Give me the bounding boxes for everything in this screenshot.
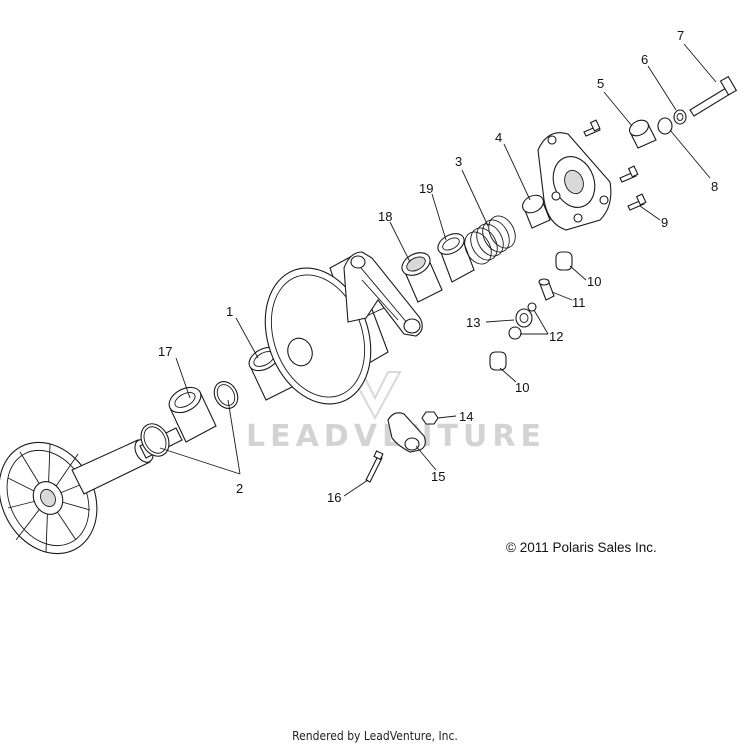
callout-6: 6 (641, 52, 648, 67)
leader-12 (520, 309, 549, 335)
callout-15: 15 (431, 469, 445, 484)
callout-17: 17 (158, 344, 172, 359)
callouts: 1 2 3 4 5 6 7 8 9 10 11 12 13 10 14 15 1… (158, 28, 718, 505)
callout-8: 8 (711, 179, 718, 194)
leader-19 (431, 193, 447, 241)
pin-11 (538, 278, 555, 301)
cover-plate (537, 132, 612, 231)
weight-15 (387, 412, 426, 453)
callout-19: 19 (419, 181, 433, 196)
bolt-9-lower (627, 193, 647, 211)
retaining-ring-2b (213, 381, 239, 409)
callout-11: 11 (572, 295, 586, 310)
bolt-7 (689, 75, 738, 117)
spider-bracket (343, 251, 423, 337)
leader-4 (503, 143, 531, 201)
leader-17 (175, 357, 191, 399)
leader-11 (551, 291, 573, 301)
bushing-5 (629, 119, 657, 149)
callout-2: 2 (236, 481, 243, 496)
roller-10-upper (555, 251, 573, 271)
leader-1 (235, 317, 259, 359)
leader-3 (461, 169, 489, 227)
spacer-8 (657, 117, 673, 135)
render-credit-footer: Rendered by LeadVenture, Inc. (292, 729, 458, 743)
callout-7: 7 (677, 28, 684, 43)
leader-lines (159, 43, 717, 497)
spring-3 (464, 215, 516, 265)
callout-10b: 10 (515, 380, 529, 395)
bushing-19 (437, 233, 475, 283)
roller-13 (515, 308, 533, 328)
leader-13 (485, 319, 515, 323)
washer-12 (508, 302, 537, 340)
leader-10b (499, 367, 517, 383)
leader-7 (683, 43, 717, 83)
callout-10a: 10 (587, 274, 601, 289)
bolt-9-upper (583, 119, 601, 137)
callout-16: 16 (327, 490, 341, 505)
leader-5 (603, 91, 633, 127)
callout-4: 4 (495, 130, 502, 145)
washer-6 (673, 109, 687, 125)
fan-plate (0, 441, 98, 555)
bushing-4 (522, 194, 551, 229)
callout-1: 1 (226, 304, 233, 319)
leader-16 (343, 479, 369, 497)
callout-18: 18 (378, 209, 392, 224)
leader-15 (415, 445, 437, 471)
leader-2 (159, 399, 241, 475)
callout-12: 12 (549, 329, 563, 344)
nut-14 (421, 411, 439, 425)
roller-10-lower (489, 351, 507, 371)
callout-5: 5 (597, 76, 604, 91)
leader-9 (639, 205, 661, 221)
retaining-ring-2a (140, 423, 170, 457)
leader-14 (437, 415, 457, 419)
bolt-9-middle (619, 165, 639, 183)
leader-18 (389, 221, 411, 263)
pin-16 (365, 450, 384, 483)
callout-13: 13 (466, 315, 480, 330)
bushing-18 (401, 252, 443, 303)
callout-14: 14 (459, 409, 473, 424)
callout-3: 3 (455, 154, 462, 169)
callout-9: 9 (661, 215, 668, 230)
leader-10a (569, 265, 587, 281)
leader-8 (669, 129, 711, 179)
leader-6 (647, 65, 677, 111)
copyright-notice: © 2011 Polaris Sales Inc. (506, 540, 657, 555)
